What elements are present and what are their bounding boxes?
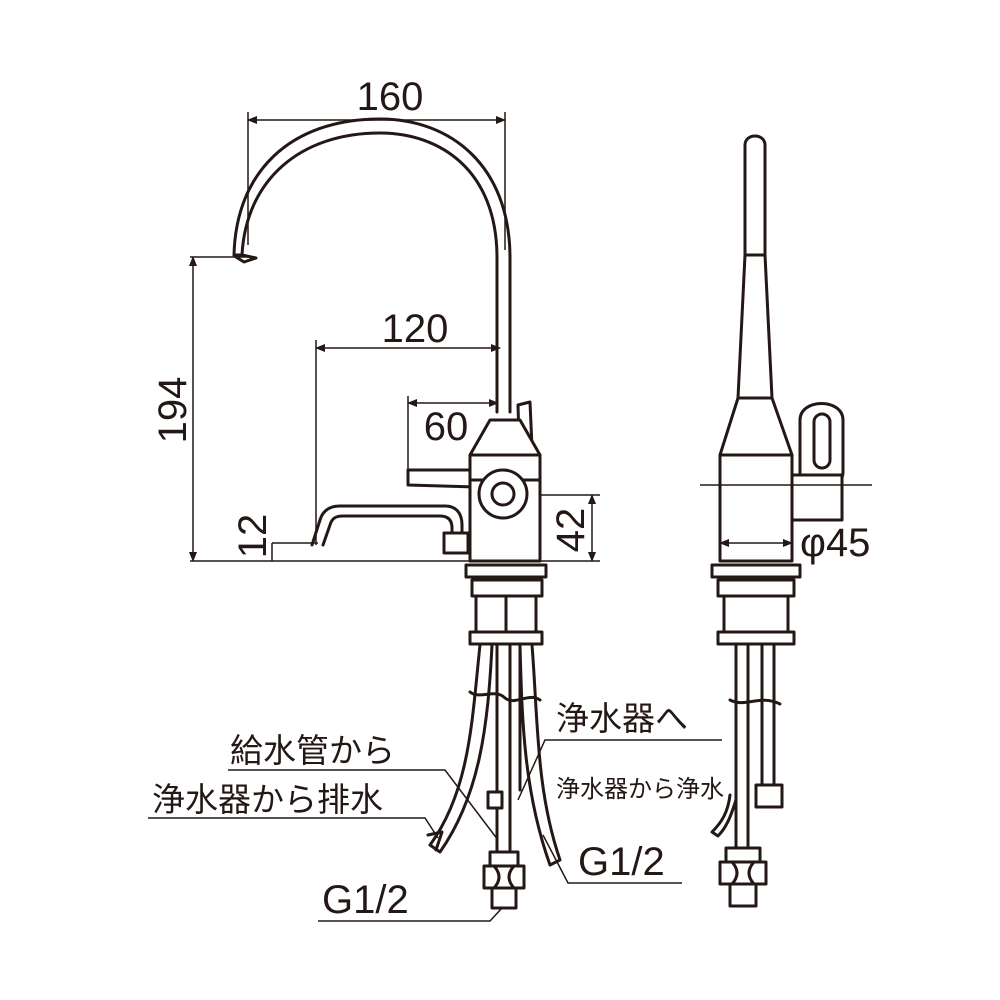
front-callout-lines bbox=[148, 739, 722, 922]
dim-label-12: 12 bbox=[231, 514, 275, 559]
outlet-pipe bbox=[310, 504, 470, 555]
side-view: φ45 bbox=[700, 134, 872, 908]
side-body bbox=[700, 396, 872, 563]
label-thread-right: G1/2 bbox=[578, 840, 665, 884]
dim-label-phi45: φ45 bbox=[800, 521, 870, 565]
dim-lever-offset: 60 bbox=[407, 396, 499, 475]
dim-body-height: 42 bbox=[540, 494, 600, 562]
front-view: 160 194 120 60 12 42 bbox=[148, 75, 724, 922]
inlet-nut bbox=[482, 850, 526, 910]
label-purified-from-purifier: 浄水器から浄水 bbox=[556, 775, 724, 803]
mounting-shank bbox=[464, 563, 548, 646]
label-thread-left: G1/2 bbox=[322, 878, 409, 922]
dim-lever-reach: 120 bbox=[315, 307, 501, 545]
dim-body-diameter: φ45 bbox=[719, 521, 870, 565]
label-to-purifier: 浄水器へ bbox=[556, 699, 688, 738]
dim-label-120: 120 bbox=[382, 307, 449, 351]
side-shank bbox=[710, 563, 802, 646]
label-purifier-drain: 浄水器から排水 bbox=[152, 780, 383, 819]
label-supply-inlet: 給水管から bbox=[230, 731, 395, 770]
dim-label-60: 60 bbox=[424, 405, 469, 449]
faucet-body bbox=[468, 418, 542, 563]
dim-label-194: 194 bbox=[151, 377, 195, 444]
dim-left-small: 12 bbox=[231, 514, 318, 561]
side-spout bbox=[736, 134, 774, 400]
side-hoses bbox=[710, 643, 784, 850]
spout bbox=[232, 117, 512, 414]
hoses bbox=[426, 643, 562, 867]
dim-label-160: 160 bbox=[357, 75, 424, 119]
dim-spout-reach: 160 bbox=[247, 75, 506, 250]
dim-spout-height: 194 bbox=[151, 256, 250, 562]
side-inlet-nut bbox=[718, 846, 768, 908]
side-lever bbox=[798, 402, 845, 487]
dim-label-42: 42 bbox=[549, 508, 593, 553]
